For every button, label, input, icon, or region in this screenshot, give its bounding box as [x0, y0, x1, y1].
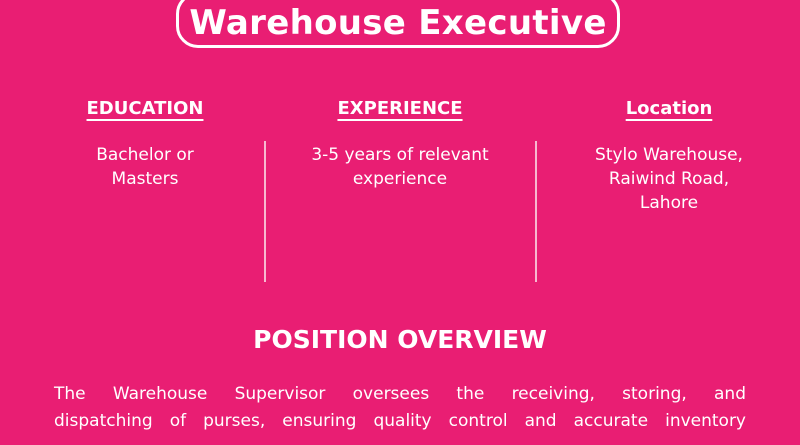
location-column: Location Stylo Warehouse, Raiwind Road, …: [549, 98, 789, 215]
education-text: Bachelor or Masters: [96, 145, 194, 189]
column-divider: [535, 141, 537, 282]
education-column: EDUCATION Bachelor or Masters: [25, 98, 265, 191]
location-heading: Location: [625, 98, 713, 119]
overview-line: dispatching of purses, ensuring quality …: [54, 411, 746, 431]
experience-heading: EXPERIENCE: [337, 98, 463, 119]
position-overview-text: The Warehouse Supervisor oversees the re…: [54, 381, 746, 435]
location-text: Stylo Warehouse, Raiwind Road, Lahore: [595, 145, 743, 213]
column-divider: [264, 141, 266, 282]
position-overview-heading: POSITION OVERVIEW: [253, 325, 547, 354]
job-title-box: Warehouse Executive: [176, 0, 620, 48]
education-heading: EDUCATION: [86, 98, 204, 119]
experience-text: 3-5 years of relevant experience: [311, 145, 489, 189]
overview-line: The Warehouse Supervisor oversees the re…: [54, 384, 746, 404]
experience-column: EXPERIENCE 3-5 years of relevant experie…: [280, 98, 520, 191]
job-title: Warehouse Executive: [189, 3, 607, 43]
